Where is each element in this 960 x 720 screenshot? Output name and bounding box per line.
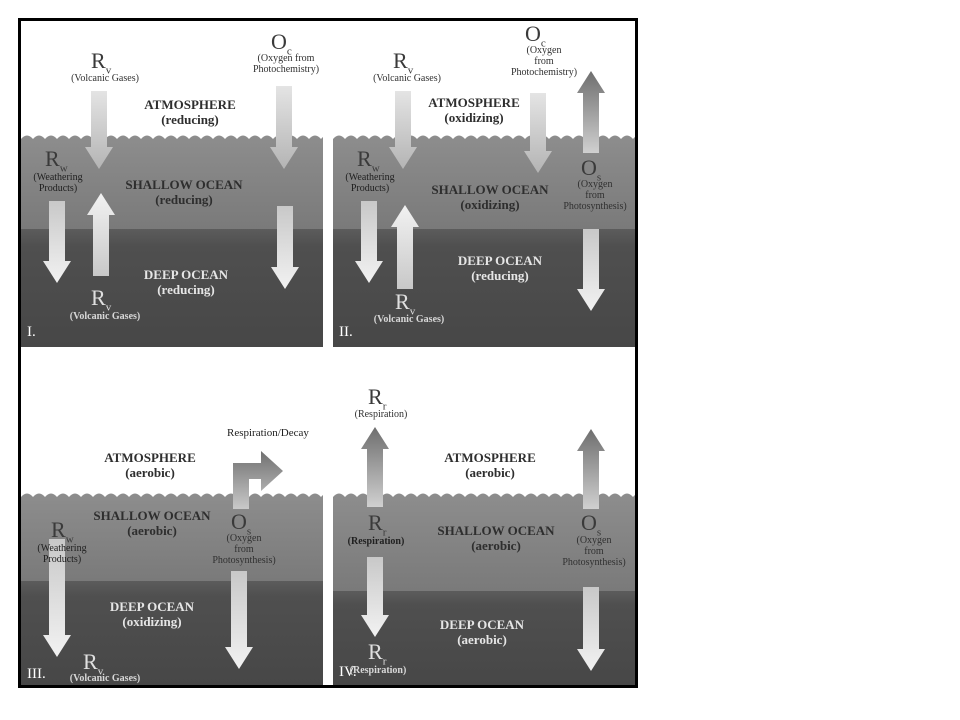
rv-bottom-desc: (Volcanic Gases) xyxy=(69,673,141,684)
deep-ocean-label: DEEP OCEAN(oxidizing) xyxy=(109,599,195,629)
rr-bottom-desc: (Respiration) xyxy=(349,665,407,676)
rv-bottom-desc: (Volcanic Gases) xyxy=(373,314,445,325)
os-symbol: Os xyxy=(581,155,602,184)
shallow-ocean-label: SHALLOW OCEAN(oxidizing) xyxy=(431,182,549,212)
panel-stage-4: Rr (Respiration) ATMOSPHERE(aerobic) Rr … xyxy=(333,359,635,685)
stage-label: IV. xyxy=(339,664,357,680)
rr-up-arrow xyxy=(361,427,389,507)
rv-top-symbol: Rv xyxy=(91,48,112,77)
os-down-arrow xyxy=(225,571,253,669)
flux-arrows xyxy=(361,427,605,671)
os-down-arrow xyxy=(577,229,605,311)
oc-symbol: Oc xyxy=(525,21,546,50)
rw-symbol: Rw xyxy=(357,146,380,175)
stage-label: III. xyxy=(27,666,46,682)
rv-top-desc: (Volcanic Gases) xyxy=(373,73,441,84)
rv-bottom-symbol: Rv xyxy=(83,649,104,678)
rr-bottom-symbol: Rr xyxy=(368,639,387,668)
rv-down-arrow xyxy=(85,91,113,169)
panel-background xyxy=(333,359,635,685)
rw-down-arrow xyxy=(43,201,71,283)
os-down-arrow xyxy=(577,587,605,671)
atmosphere-label: ATMOSPHERE(aerobic) xyxy=(104,450,196,480)
respiration-decay-label: Respiration/Decay xyxy=(227,427,309,439)
deep-ocean-label: DEEP OCEAN(aerobic) xyxy=(439,617,525,647)
flux-arrows xyxy=(355,71,605,311)
os-symbol: Os xyxy=(581,510,602,539)
atmosphere-label: ATMOSPHERE(reducing) xyxy=(144,97,236,127)
deep-ocean-label: DEEP OCEAN(reducing) xyxy=(143,267,229,297)
panel-background xyxy=(21,359,323,685)
respiration-decay-arrow xyxy=(233,451,283,509)
flux-arrows xyxy=(43,539,253,669)
rr-down-arrow xyxy=(361,557,389,637)
atmosphere-label: ATMOSPHERE(oxidizing) xyxy=(428,95,520,125)
stage-label: I. xyxy=(27,324,36,340)
rr-top-desc: (Respiration) xyxy=(354,409,408,420)
deep-ocean-label: DEEP OCEAN(reducing) xyxy=(457,253,543,283)
rv-bottom-symbol: Rv xyxy=(395,289,416,318)
flux-arrows xyxy=(43,86,299,289)
rv-down-arrow xyxy=(389,91,417,169)
rv-up-arrow xyxy=(87,193,115,276)
rw-symbol: Rw xyxy=(45,146,68,175)
os-symbol: Os xyxy=(231,509,252,538)
rv-top-desc: (Volcanic Gases) xyxy=(71,73,139,84)
rw-symbol: Rw xyxy=(51,517,74,546)
rw-down-arrow xyxy=(355,201,383,283)
rr-mid-desc: (Respiration) xyxy=(347,536,405,547)
os-up-arrow xyxy=(577,429,605,509)
bent-up-right-arrow xyxy=(233,451,283,509)
shallow-ocean-label: SHALLOW OCEAN(aerobic) xyxy=(93,508,211,538)
rv-top-symbol: Rv xyxy=(393,48,414,77)
oc-down-arrow xyxy=(270,86,298,169)
atmosphere-label: ATMOSPHERE(aerobic) xyxy=(444,450,536,480)
os-up-arrow xyxy=(577,71,605,153)
panel-stage-3: Respiration/Decay ATMOSPHERE(aerobic) SH… xyxy=(21,359,323,685)
rw-down-arrow xyxy=(43,539,71,657)
panel-background xyxy=(21,21,323,347)
rv-up-arrow xyxy=(391,205,419,289)
shallow-ocean-label: SHALLOW OCEAN(aerobic) xyxy=(437,523,555,553)
rr-mid-symbol: Rr xyxy=(368,510,387,539)
rv-bottom-symbol: Rv xyxy=(91,285,112,314)
rr-top-symbol: Rr xyxy=(368,384,387,413)
rv-bottom-desc: (Volcanic Gases) xyxy=(69,311,141,322)
shallow-ocean-label: SHALLOW OCEAN(reducing) xyxy=(125,177,243,207)
stage-label: II. xyxy=(339,324,353,340)
oc-down-arrow xyxy=(524,93,552,173)
oc-symbol: Oc xyxy=(271,29,292,58)
oc-deep-down-arrow xyxy=(271,206,299,289)
